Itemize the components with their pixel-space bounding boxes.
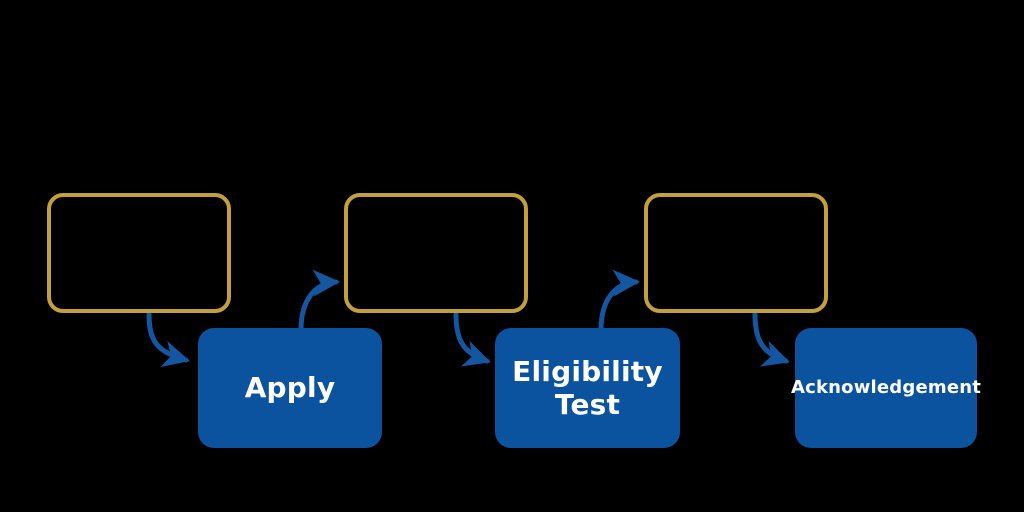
- stage-box-3[interactable]: [644, 193, 828, 313]
- connector-2-curved-arrow-icon: [298, 269, 340, 333]
- action-box-eligibility-test-label-line2: Test: [554, 388, 621, 421]
- stage-box-2[interactable]: [344, 193, 528, 313]
- action-box-eligibility-test-label-line1: Eligibility: [512, 354, 663, 388]
- connector-4-curved-arrow-icon: [598, 269, 640, 333]
- connector-1-curved-arrow-icon: [146, 311, 190, 368]
- action-box-acknowledgement[interactable]: Acknowledgement: [791, 328, 981, 448]
- action-box-acknowledgement-label: Acknowledgement: [790, 377, 982, 399]
- action-box-apply-label: Apply: [244, 371, 336, 405]
- stage-box-1[interactable]: [47, 193, 231, 313]
- connector-5-curved-arrow-icon: [752, 311, 790, 367]
- action-box-eligibility-test[interactable]: Eligibility Test: [495, 328, 680, 448]
- action-box-apply[interactable]: Apply: [198, 328, 382, 448]
- connector-3-curved-arrow-icon: [453, 311, 491, 367]
- action-box-eligibility-test-label: Eligibility Test: [504, 355, 671, 421]
